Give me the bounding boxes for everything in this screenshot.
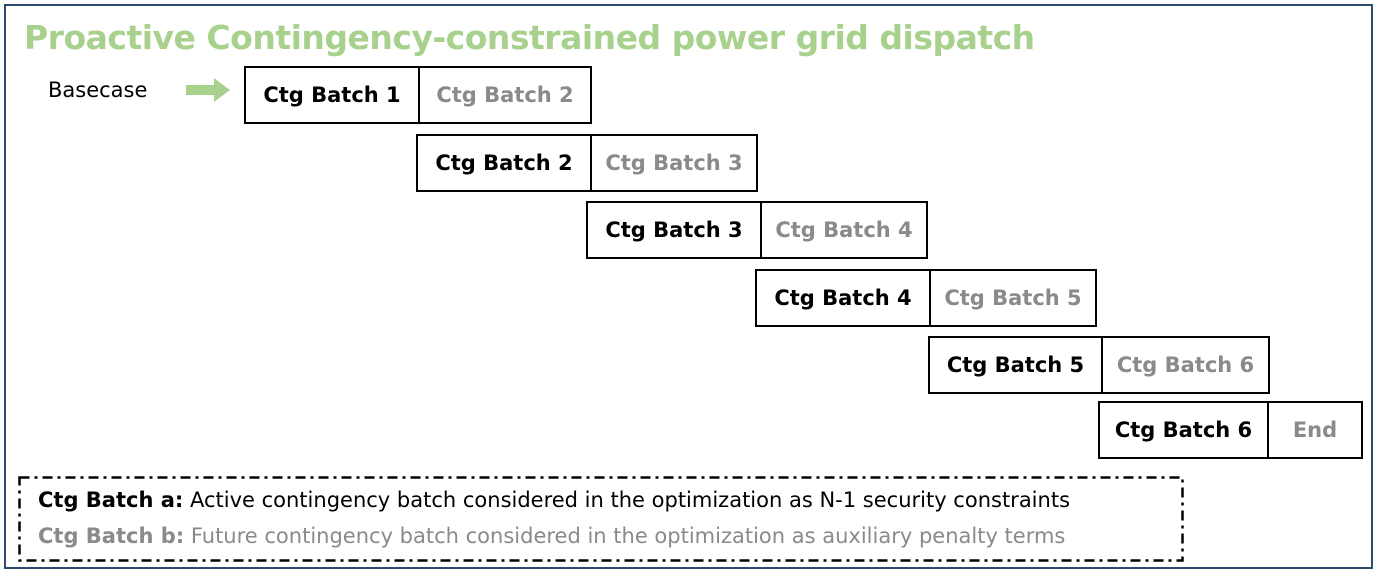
diagram-title: Proactive Contingency-constrained power …	[24, 18, 1035, 57]
batch-row-6: Ctg Batch 6 End	[1098, 401, 1363, 459]
end-cell: End	[1269, 401, 1363, 459]
active-batch-cell: Ctg Batch 1	[244, 66, 420, 124]
active-batch-cell: Ctg Batch 6	[1098, 401, 1269, 459]
future-batch-cell: Ctg Batch 6	[1103, 336, 1270, 394]
active-batch-cell: Ctg Batch 5	[928, 336, 1103, 394]
active-batch-cell: Ctg Batch 3	[586, 201, 762, 259]
legend-future-entry: Ctg Batch b: Future contingency batch co…	[38, 524, 1065, 548]
legend-active-key: Ctg Batch a:	[38, 488, 184, 512]
diagram-frame	[4, 4, 1373, 569]
active-batch-cell: Ctg Batch 2	[416, 134, 592, 192]
legend-future-desc: Future contingency batch considered in t…	[184, 524, 1066, 548]
legend-active-desc: Active contingency batch considered in t…	[183, 488, 1071, 512]
legend-box: Ctg Batch a: Active contingency batch co…	[18, 476, 1184, 562]
legend-future-key: Ctg Batch b:	[38, 524, 185, 548]
future-batch-cell: Ctg Batch 5	[931, 269, 1097, 327]
batch-row-1: Ctg Batch 1 Ctg Batch 2	[244, 66, 592, 124]
batch-row-5: Ctg Batch 5 Ctg Batch 6	[928, 336, 1270, 394]
future-batch-cell: Ctg Batch 3	[592, 134, 758, 192]
legend-border	[18, 476, 1184, 562]
active-batch-cell: Ctg Batch 4	[755, 269, 931, 327]
batch-row-2: Ctg Batch 2 Ctg Batch 3	[416, 134, 758, 192]
batch-row-4: Ctg Batch 4 Ctg Batch 5	[755, 269, 1097, 327]
legend-active-entry: Ctg Batch a: Active contingency batch co…	[38, 488, 1070, 512]
batch-row-3: Ctg Batch 3 Ctg Batch 4	[586, 201, 928, 259]
right-arrow-icon	[186, 78, 230, 102]
future-batch-cell: Ctg Batch 4	[762, 201, 928, 259]
basecase-label: Basecase	[48, 78, 148, 102]
future-batch-cell: Ctg Batch 2	[420, 66, 592, 124]
